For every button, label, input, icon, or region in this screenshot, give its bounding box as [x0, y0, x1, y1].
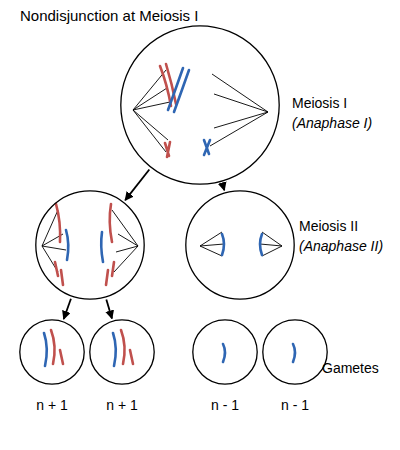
spindle-fibers	[260, 232, 282, 256]
cell-circle: Meiosis II(Anaphase II)	[185, 190, 295, 300]
cell-membrane	[20, 320, 84, 384]
cell-outline	[185, 190, 295, 300]
cell-circle	[35, 190, 145, 300]
red-chromatid	[110, 204, 112, 242]
cell-outline	[35, 190, 145, 300]
spindle-fibers	[210, 74, 268, 146]
row-label: Gametes	[322, 360, 379, 376]
blue-chromatid	[260, 234, 262, 255]
diagram-title: Nondisjunction at Meiosis I	[20, 8, 198, 24]
cell-circle: n - 1	[192, 319, 258, 385]
red-chromosome	[166, 64, 176, 104]
spindle-fibers	[133, 70, 170, 152]
stage-label: Meiosis I	[292, 95, 347, 111]
cell-outline	[192, 319, 258, 385]
blue-chromatid	[113, 333, 116, 366]
red-chromatid	[51, 330, 55, 364]
cell-membrane	[90, 320, 154, 384]
blue-chromatid	[223, 344, 225, 362]
cell-circle: n + 1	[19, 319, 85, 385]
blue-chromatid	[101, 232, 103, 262]
phase-label: (Anaphase II)	[299, 238, 383, 254]
red-chromatid	[130, 350, 133, 364]
cell-membrane	[263, 320, 327, 384]
cell-circle: n - 1	[262, 319, 328, 385]
red-chromatid	[60, 350, 63, 364]
cell-circle: n + 1	[89, 319, 155, 385]
blue-chromosome	[168, 68, 183, 110]
cell-membrane	[121, 26, 279, 184]
spindle-fibers	[112, 210, 138, 272]
stage-label: n - 1	[242, 397, 348, 413]
blue-chromatid	[222, 234, 224, 255]
red-chromosome	[160, 66, 171, 106]
cell-outline	[89, 319, 155, 385]
cell-outline	[120, 25, 280, 185]
blue-chromosome	[204, 140, 210, 155]
red-chromatid	[121, 330, 125, 364]
stage-label: n + 1	[0, 397, 105, 413]
red-chromatid	[56, 204, 60, 242]
division-arrow	[223, 184, 225, 190]
stage-label: Meiosis II	[299, 218, 358, 234]
phase-label: (Anaphase I)	[292, 115, 372, 131]
cell-circle: Meiosis I(Anaphase I)	[120, 25, 280, 185]
cell-membrane	[36, 191, 144, 299]
division-arrow	[125, 169, 149, 200]
blue-chromatid	[44, 333, 47, 366]
spindle-fibers	[42, 210, 66, 272]
cell-membrane	[186, 191, 294, 299]
cell-outline	[262, 319, 328, 385]
cell-membrane	[193, 320, 257, 384]
cell-outline	[19, 319, 85, 385]
stage-label: n - 1	[172, 397, 278, 413]
red-chromatid	[106, 262, 114, 285]
blue-chromosome	[174, 70, 189, 112]
division-arrow	[106, 300, 112, 319]
red-chromosome	[165, 142, 170, 157]
stage-label: n + 1	[69, 397, 175, 413]
red-chromatid	[55, 262, 63, 285]
blue-chromatid	[293, 344, 295, 362]
blue-chromatid	[66, 230, 68, 260]
spindle-fibers	[200, 232, 224, 256]
division-arrow	[64, 299, 71, 319]
